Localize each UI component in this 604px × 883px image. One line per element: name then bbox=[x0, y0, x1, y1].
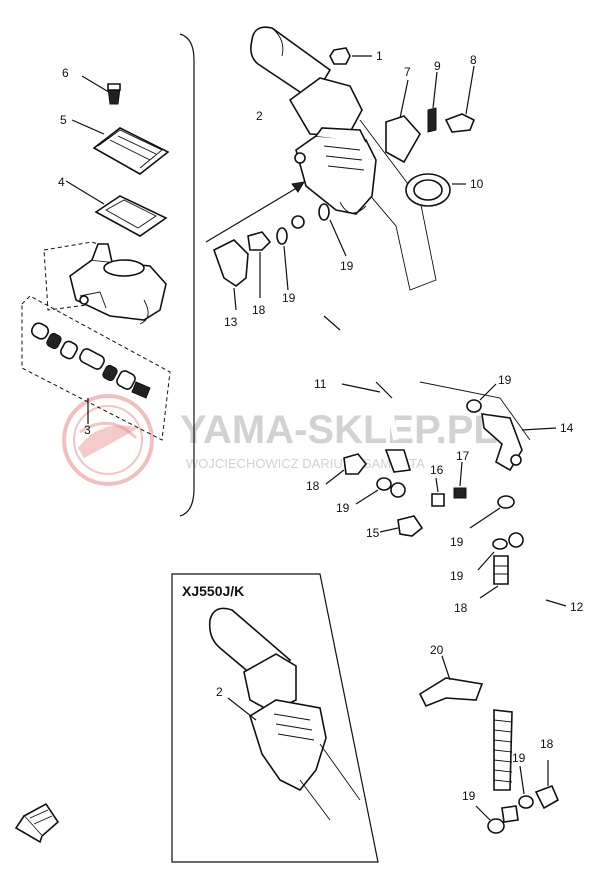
callout-8: 8 bbox=[470, 53, 477, 67]
callout-13: 13 bbox=[224, 315, 238, 329]
callout-12: 12 bbox=[570, 600, 584, 614]
part-19-washer-upper-right bbox=[318, 203, 347, 257]
watermark-text: YAMA-SKLEP.PL bbox=[180, 408, 498, 452]
part-5-reservoir-cap bbox=[71, 119, 170, 175]
part-18-bolt-hose-top bbox=[479, 555, 509, 599]
part-19-washer-upper bbox=[276, 227, 289, 291]
inset-xj550jk bbox=[171, 573, 379, 863]
part-13-lever-cover bbox=[213, 239, 249, 311]
callout-18-mid: 18 bbox=[306, 479, 320, 493]
master-cylinder-body-exploded bbox=[43, 241, 167, 325]
group-bracket bbox=[179, 33, 195, 517]
part-7-switch bbox=[385, 79, 421, 164]
part-18-bolt-mid bbox=[325, 453, 368, 485]
callout-18-hose: 18 bbox=[454, 601, 468, 615]
callout-19-upper: 19 bbox=[282, 291, 296, 305]
callout-19-bottom-right: 19 bbox=[512, 751, 526, 765]
part-19-washer-bracket bbox=[466, 383, 497, 413]
part-18-union-bolt-upper bbox=[247, 231, 272, 298]
part-4-diaphragm bbox=[65, 180, 168, 237]
callout-19-lower-mid: 19 bbox=[450, 535, 464, 549]
part-19-washer-lower-mid bbox=[469, 495, 515, 529]
callout-9: 9 bbox=[434, 59, 441, 73]
callout-1: 1 bbox=[376, 49, 383, 63]
callout-2: 2 bbox=[256, 109, 263, 123]
callout-inset-2: 2 bbox=[216, 685, 223, 699]
callout-19-hose-top: 19 bbox=[450, 569, 464, 583]
part-3-piston-kit bbox=[21, 295, 171, 441]
part-18-bolt-bottom bbox=[534, 760, 560, 810]
part-15-bolt bbox=[379, 515, 424, 537]
callout-19-mid: 19 bbox=[336, 501, 350, 515]
callout-18-bottom: 18 bbox=[540, 737, 554, 751]
callout-4: 4 bbox=[58, 175, 65, 189]
part-19-washer-bottom-right bbox=[518, 765, 534, 809]
part-20-bracket bbox=[418, 655, 484, 708]
callout-19-upper-right: 19 bbox=[340, 259, 354, 273]
part-17-nut bbox=[453, 461, 467, 499]
callout-17: 17 bbox=[456, 449, 470, 463]
callout-19-bracket: 19 bbox=[498, 373, 512, 387]
callout-5: 5 bbox=[60, 113, 67, 127]
callout-15: 15 bbox=[366, 526, 380, 540]
callout-11: 11 bbox=[314, 377, 327, 391]
part-6-screw bbox=[81, 75, 121, 105]
part-9-spring bbox=[427, 71, 438, 133]
master-cylinder-main bbox=[205, 77, 377, 243]
callout-7: 7 bbox=[404, 65, 411, 79]
part-19-washer-hose-top bbox=[477, 538, 508, 571]
part-19-washer-mid bbox=[355, 477, 392, 505]
callout-19-bottom-left: 19 bbox=[462, 789, 476, 803]
callout-6: 6 bbox=[62, 66, 69, 80]
inset-title: XJ550J/K bbox=[182, 583, 244, 599]
part-14-hose-joint-bracket bbox=[419, 381, 557, 472]
watermark-logo bbox=[62, 394, 154, 486]
callout-3: 3 bbox=[84, 423, 91, 437]
callout-16: 16 bbox=[430, 463, 444, 477]
part-8-screw bbox=[444, 65, 476, 133]
part-19-washer-bottom-left bbox=[475, 805, 519, 834]
part-12-brake-hose-lower bbox=[493, 525, 567, 791]
front-direction-arrow-icon bbox=[14, 802, 60, 844]
callout-20: 20 bbox=[430, 643, 444, 657]
part-10-boot bbox=[405, 173, 466, 207]
watermark: YAMA-SKLEP.PL WOJCIECHOWICZ DARIUSZ SAMA… bbox=[62, 394, 498, 486]
part-11-brake-hose bbox=[291, 215, 412, 498]
callout-labels: 1 2 3 4 5 6 7 8 9 10 11 12 13 14 15 16 1… bbox=[58, 49, 584, 803]
watermark-subtext: WOJCIECHOWICZ DARIUSZ SAMANTA bbox=[186, 456, 425, 471]
callout-14: 14 bbox=[560, 421, 574, 435]
callout-18-upper: 18 bbox=[252, 303, 266, 317]
callout-10: 10 bbox=[470, 177, 484, 191]
part-16-bolt bbox=[431, 477, 445, 507]
part-1-bolt bbox=[329, 47, 372, 65]
